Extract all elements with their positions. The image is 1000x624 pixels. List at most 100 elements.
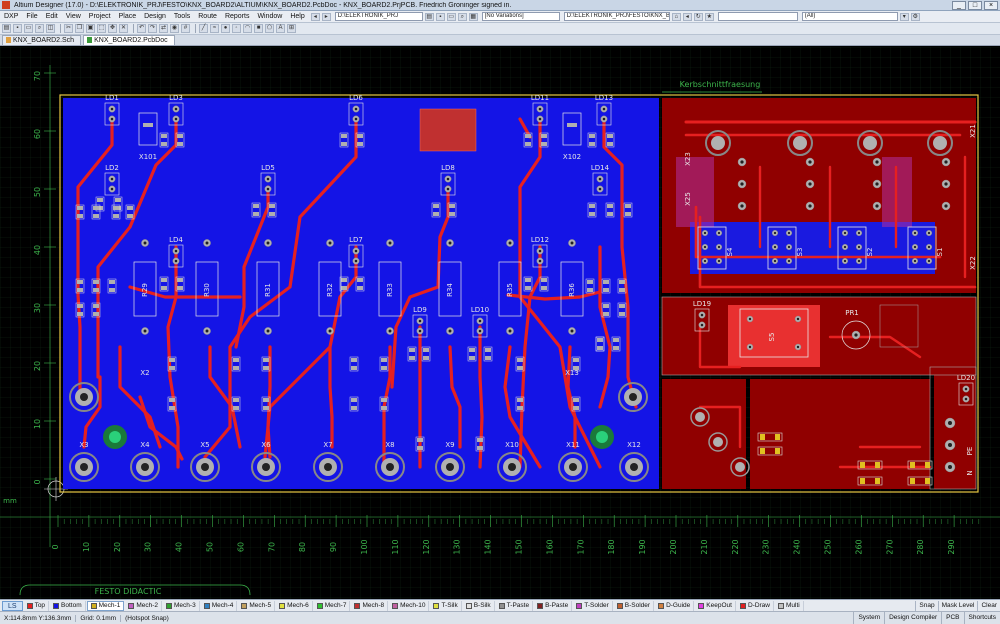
drill-hole [570,329,574,333]
undo-icon[interactable]: ↶ [137,24,146,33]
forward-icon[interactable]: ▸ [321,12,331,21]
menu-view[interactable]: View [65,13,81,20]
layer-tab-mech-6[interactable]: Mech-6 [276,600,313,611]
menu-edit[interactable]: Edit [45,13,58,20]
highlight-icon[interactable]: ◉ [170,24,179,33]
menu-reports[interactable]: Reports [224,13,250,20]
tab-pcb[interactable]: KNX_BOARD2.PcbDoc [83,35,175,45]
cut-icon[interactable]: ✂ [64,24,73,33]
filter-name-combo[interactable] [717,12,798,21]
route-diff-icon[interactable]: ≈ [210,24,219,33]
clear-button[interactable]: Clear [977,600,1000,611]
layer-tab-mech-4[interactable]: Mech-4 [201,600,238,611]
drill-hole [808,204,812,208]
zoom-fit-icon[interactable]: ⌕ [35,24,44,33]
layer-tab-mech-5[interactable]: Mech-5 [238,600,276,611]
paste-icon[interactable]: ▣ [86,24,95,33]
move-icon[interactable]: ✥ [108,24,117,33]
menu-tools[interactable]: Tools [173,13,191,20]
panel-shortcuts[interactable]: Shortcuts [963,612,1000,624]
smd-outline [907,476,933,486]
save-icon[interactable]: ▪ [13,24,22,33]
place-fill-icon[interactable]: ■ [254,24,263,33]
menu-project[interactable]: Project [88,13,111,20]
filter-combo[interactable]: (All) [801,12,898,21]
place-polygon-icon[interactable]: ⬠ [265,24,274,33]
place-pad-icon[interactable]: ● [221,24,230,33]
drill-hole [205,241,209,245]
layer-tab-b-paste[interactable]: B-Paste [534,600,573,611]
print-icon[interactable]: ▭ [446,12,456,21]
mask-level-button[interactable]: Mask Level [937,600,978,611]
route-track-icon[interactable]: ╱ [199,24,208,33]
menu-window[interactable]: Window [257,13,283,20]
menu-place[interactable]: Place [118,13,137,20]
filter-icon[interactable]: ▾ [899,12,909,21]
zoom-area-icon[interactable]: ◫ [46,24,55,33]
menu-dxp[interactable]: DXP [4,13,19,20]
layer-tab-t-paste[interactable]: T-Paste [496,600,534,611]
menu-file[interactable]: File [26,13,38,20]
layer-tab-b-solder[interactable]: B-Solder [614,600,655,611]
drill-hole [328,241,332,245]
layer-tab-mech-1[interactable]: Mech-1 [86,600,125,611]
menu-route[interactable]: Route [198,13,217,20]
panel-design-compiler[interactable]: Design Compiler [884,612,941,624]
place-component-icon[interactable]: ⊞ [287,24,296,33]
layer-tab-mech-2[interactable]: Mech-2 [125,600,163,611]
close-icon[interactable]: × [984,1,998,10]
layer-tab-b-silk[interactable]: B-Silk [463,600,495,611]
zoom-icon[interactable]: ⌕ [457,12,467,21]
layer-tab-bottom[interactable]: Bottom [50,600,86,611]
project-path-combo[interactable]: D:\ELEKTRONIK_PRJ\FESTO\KNX_BO4 [563,12,670,21]
save-icon[interactable]: ▪ [435,12,445,21]
deselect-icon[interactable]: ✕ [119,24,128,33]
panel-pcb[interactable]: PCB [941,612,963,624]
layer-set-button[interactable]: LS [2,600,23,611]
layer-tab-t-silk[interactable]: T-Silk [430,600,462,611]
layer-tab-keepout[interactable]: KeepOut [695,600,736,611]
settings-icon[interactable]: ⚙ [910,12,920,21]
layer-tab-multi[interactable]: Multi [775,600,804,611]
place-string-icon[interactable]: A [276,24,285,33]
layer-tab-mech-3[interactable]: Mech-3 [163,600,200,611]
maximize-icon[interactable]: □ [968,1,982,10]
layer-tab-mech-8[interactable]: Mech-8 [351,600,389,611]
panel-system[interactable]: System [853,612,884,624]
smd-pad [357,278,363,282]
folder-icon[interactable]: ▤ [424,12,434,21]
menu-design[interactable]: Design [144,13,166,20]
place-arc-icon[interactable]: ◠ [243,24,252,33]
layers-icon[interactable]: ▦ [468,12,478,21]
grid-icon[interactable]: # [181,24,190,33]
refresh-icon[interactable]: ↻ [693,12,703,21]
back-icon[interactable]: ◂ [310,12,320,21]
smd-pad [589,142,595,146]
layer-tab-top[interactable]: Top [24,600,50,611]
variation-combo[interactable]: [No Variations] [481,12,560,21]
menu-help[interactable]: Help [290,13,305,20]
snap-button[interactable]: Snap [915,600,937,611]
home-icon[interactable]: ⌂ [671,12,681,21]
layer-tab-d-draw[interactable]: D-Draw [737,600,774,611]
path-combo[interactable]: D:\ELEKTRONIK_PRJ [334,12,423,21]
place-via-icon[interactable]: ◦ [232,24,241,33]
cross-probe-icon[interactable]: ⇄ [159,24,168,33]
navigate-icon[interactable]: ◂ [682,12,692,21]
connector-label: X6 [261,441,271,449]
smd-pad [93,206,99,210]
select-icon[interactable]: ⬚ [97,24,106,33]
layer-tab-d-guide[interactable]: D-Guide [655,600,695,611]
layer-tab-mech-7[interactable]: Mech-7 [314,600,351,611]
minimize-icon[interactable]: _ [952,1,966,10]
redo-icon[interactable]: ↷ [148,24,157,33]
star-icon[interactable]: ★ [704,12,714,21]
open-icon[interactable]: ▤ [2,24,11,33]
layer-tab-t-solder[interactable]: T-Solder [573,600,613,611]
copy-icon[interactable]: ❐ [75,24,84,33]
tab-schematic[interactable]: KNX_BOARD2.Sch [2,35,82,45]
print-icon[interactable]: ▭ [24,24,33,33]
layer-tab-mech-10[interactable]: Mech-10 [389,600,430,611]
